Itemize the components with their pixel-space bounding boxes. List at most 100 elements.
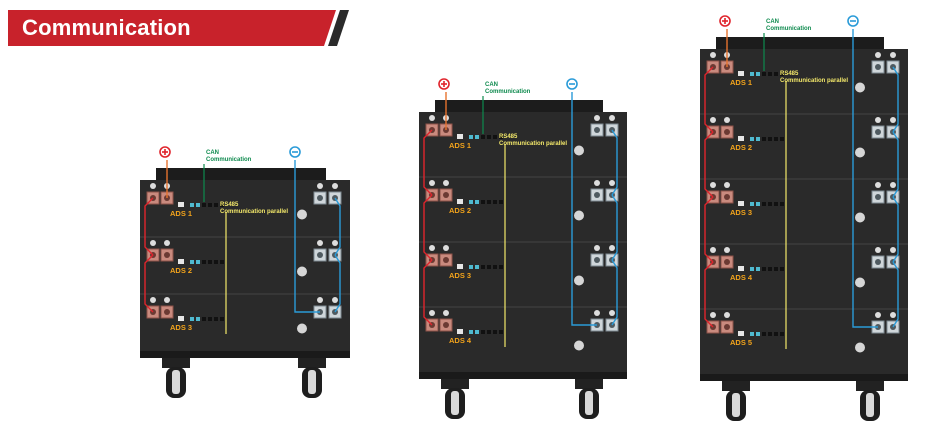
terminal-marker-icon xyxy=(724,247,730,253)
port-icon xyxy=(774,267,778,271)
minus-icon xyxy=(566,78,578,90)
terminal-marker-icon xyxy=(332,297,338,303)
port-icon xyxy=(475,265,479,269)
terminal-marker-icon xyxy=(429,310,435,316)
terminal-marker-icon xyxy=(710,117,716,123)
cabinet-body xyxy=(700,49,908,374)
port-icon xyxy=(196,203,200,207)
terminal-marker-icon xyxy=(443,310,449,316)
rs485-label: RS485 xyxy=(220,202,239,208)
terminal-bolt-icon xyxy=(875,259,881,265)
wheel-bracket xyxy=(856,381,884,391)
cabinet-top-cap xyxy=(156,168,326,182)
terminal-bolt-icon xyxy=(724,194,730,200)
terminal-marker-icon xyxy=(164,240,170,246)
terminal-marker-icon xyxy=(150,183,156,189)
power-button-icon xyxy=(297,266,307,277)
terminal-marker-icon xyxy=(594,180,600,186)
port-icon xyxy=(208,317,212,321)
wheel-hub xyxy=(732,393,740,417)
module-label: ADS 2 xyxy=(730,143,752,152)
port-icon xyxy=(780,72,784,76)
wheel-bracket xyxy=(162,358,190,368)
power-button-icon xyxy=(574,210,584,221)
port-icon xyxy=(780,267,784,271)
port-icon xyxy=(481,265,485,269)
port-icon xyxy=(774,332,778,336)
port-icon xyxy=(756,202,760,206)
port-icon xyxy=(768,202,772,206)
terminal-bolt-icon xyxy=(594,127,600,133)
terminal-marker-icon xyxy=(710,247,716,253)
port-icon xyxy=(469,265,473,269)
port-icon xyxy=(768,72,772,76)
port-icon xyxy=(493,135,497,139)
power-button-icon xyxy=(855,82,865,93)
positive-link xyxy=(704,196,714,263)
negative-link xyxy=(334,254,341,313)
positive-cable xyxy=(144,160,168,313)
port-icon xyxy=(469,330,473,334)
negative-link xyxy=(892,131,899,198)
negative-main-lead xyxy=(294,160,320,313)
terminal-bolt-icon xyxy=(594,257,600,263)
terminal-marker-icon xyxy=(890,312,896,318)
port-icon xyxy=(202,260,206,264)
terminal-marker-icon xyxy=(443,180,449,186)
negative-link xyxy=(892,196,899,263)
negative-link xyxy=(334,197,341,256)
can-label: CAN xyxy=(485,82,498,88)
power-button-icon xyxy=(855,212,865,223)
port-icon xyxy=(774,202,778,206)
terminal-marker-icon xyxy=(875,117,881,123)
positive-cable xyxy=(423,92,447,326)
port-icon xyxy=(780,332,784,336)
negative-cable xyxy=(852,29,899,328)
terminal-bolt-icon xyxy=(164,309,170,315)
terminal-marker-icon xyxy=(429,245,435,251)
terminal-marker-icon xyxy=(332,240,338,246)
terminal-marker-icon xyxy=(875,182,881,188)
port-icon xyxy=(214,203,218,207)
port-icon xyxy=(493,200,497,204)
header-banner: Communication xyxy=(8,10,350,46)
terminal-bolt-icon xyxy=(443,322,449,328)
terminal-bolt-icon xyxy=(443,257,449,263)
port-icon xyxy=(762,72,766,76)
port-icon xyxy=(481,200,485,204)
terminal-marker-icon xyxy=(317,240,323,246)
battery-module: ADS 3 xyxy=(140,293,350,334)
port-icon xyxy=(756,267,760,271)
positive-link xyxy=(704,131,714,198)
plus-icon xyxy=(159,146,171,158)
module-label: ADS 2 xyxy=(449,206,471,215)
port-icon xyxy=(774,72,778,76)
terminal-bolt-icon xyxy=(875,194,881,200)
module-label: ADS 1 xyxy=(170,209,192,218)
wheel-hub xyxy=(866,393,874,417)
rs485-sublabel: Communication parallel xyxy=(780,78,848,84)
module-label: ADS 4 xyxy=(449,336,472,345)
terminal-bolt-icon xyxy=(875,64,881,70)
terminal-bolt-icon xyxy=(724,324,730,330)
display-icon xyxy=(178,259,184,264)
page-title: Communication xyxy=(22,15,191,40)
terminal-marker-icon xyxy=(609,310,615,316)
port-icon xyxy=(750,137,754,141)
port-icon xyxy=(208,260,212,264)
power-button-icon xyxy=(574,340,584,351)
port-icon xyxy=(499,265,503,269)
terminal-marker-icon xyxy=(429,180,435,186)
terminal-marker-icon xyxy=(724,312,730,318)
terminal-marker-icon xyxy=(890,182,896,188)
negative-link xyxy=(892,66,899,133)
port-icon xyxy=(220,317,224,321)
positive-link xyxy=(423,259,433,326)
terminal-marker-icon xyxy=(710,312,716,318)
terminal-bolt-icon xyxy=(724,129,730,135)
display-icon xyxy=(457,329,463,334)
terminal-marker-icon xyxy=(710,52,716,58)
port-icon xyxy=(190,203,194,207)
power-button-icon xyxy=(297,323,307,334)
negative-link xyxy=(611,194,618,261)
